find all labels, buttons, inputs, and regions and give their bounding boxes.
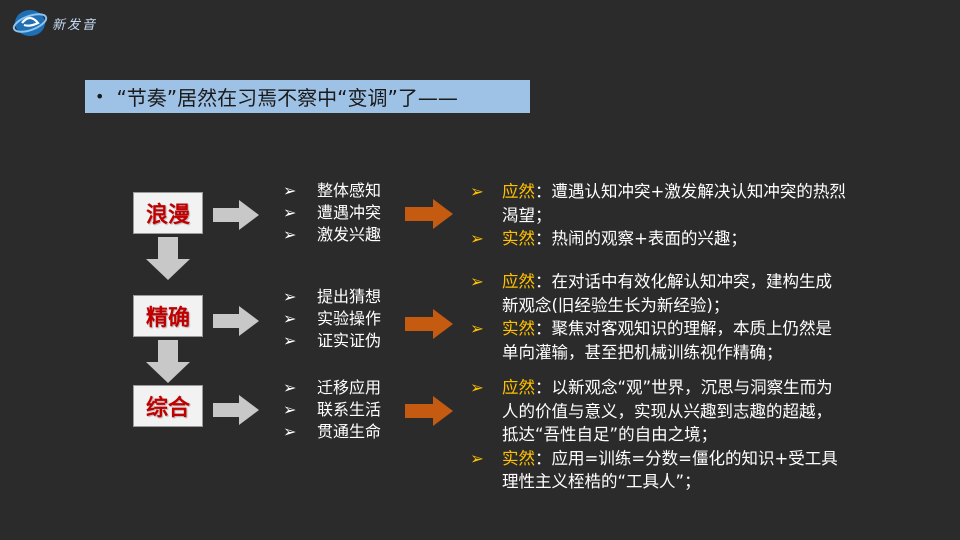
arrow-bullet-icon: ➢ <box>283 331 297 350</box>
stage-steps-list: ➢迁移应用 ➢联系生活 ➢贯通生命 <box>283 377 381 443</box>
stage-steps-list: ➢整体感知 ➢遭遇冲突 ➢激发兴趣 <box>283 180 381 246</box>
logo: 新发音 <box>12 6 102 40</box>
arrow-bullet-icon: ➢ <box>283 422 297 441</box>
logo-icon <box>12 10 48 36</box>
note-text: ：在对话中有效化解认知冲突，建构生成新观念(旧经验生长为新经验)； <box>502 272 832 315</box>
note-text: ：聚焦对客观知识的理解，本质上仍然是单向灌输，甚至把机械训练视作精确； <box>502 319 832 362</box>
note-keyword: 实然 <box>502 448 535 468</box>
note-keyword: 实然 <box>502 229 535 248</box>
stage-notes: ➢ 应然：遭遇认知冲突+激发解决认知冲突的热烈渴望； ➢ 实然：热闹的观察+表面的兴… <box>470 180 847 251</box>
list-item: ➢遭遇冲突 <box>283 203 382 222</box>
stage-romance: 浪漫 <box>133 192 203 234</box>
list-item: ➢贯通生命 <box>283 422 382 441</box>
arrow-bullet-icon: ➢ <box>470 229 484 248</box>
list-item: ➢实验操作 <box>283 309 382 328</box>
list-item: ➢证实证伪 <box>283 331 382 350</box>
arrow-bullet-icon: ➢ <box>470 378 484 397</box>
title-text: “节奏”居然在习焉不察中“变调”了—— <box>116 86 458 110</box>
stage-notes: ➢ 应然：在对话中有效化解认知冲突，建构生成新观念(旧经验生长为新经验)； ➢ 实然… <box>470 270 847 364</box>
note-keyword: 应然 <box>502 272 535 291</box>
right-arrow-icon <box>405 396 453 426</box>
arrow-bullet-icon: ➢ <box>470 182 484 201</box>
list-item: ➢联系生活 <box>283 400 382 419</box>
right-arrow-icon <box>213 395 259 425</box>
note-item: ➢ 实然：聚焦对客观知识的理解，本质上仍然是单向灌输，甚至把机械训练视作精确； <box>470 317 847 364</box>
arrow-bullet-icon: ➢ <box>283 378 297 397</box>
note-text: ：以新观念“观”世界，沉思与洞察生而为人的价值与意义，实现从兴趣到志趣的超越，抵… <box>502 378 833 444</box>
note-item: ➢ 实然：热闹的观察+表面的兴趣； <box>470 227 847 251</box>
note-text: ：遭遇认知冲突+激发解决认知冲突的热烈渴望； <box>502 182 846 225</box>
arrow-bullet-icon: ➢ <box>470 272 484 291</box>
stage-notes: ➢ 应然：以新观念“观”世界，沉思与洞察生而为人的价值与意义，实现从兴趣到志趣的超… <box>470 376 847 494</box>
note-item: ➢ 应然：遭遇认知冲突+激发解决认知冲突的热烈渴望； <box>470 180 847 227</box>
list-item: ➢激发兴趣 <box>283 225 382 244</box>
down-arrow-icon <box>146 340 190 383</box>
right-arrow-icon <box>405 199 453 229</box>
note-item: ➢ 应然：以新观念“观”世界，沉思与洞察生而为人的价值与意义，实现从兴趣到志趣的超… <box>470 376 847 447</box>
list-item: ➢迁移应用 <box>283 378 382 397</box>
note-item: ➢ 应然：在对话中有效化解认知冲突，建构生成新观念(旧经验生长为新经验)； <box>470 270 847 317</box>
arrow-bullet-icon: ➢ <box>470 448 484 468</box>
right-arrow-icon <box>405 309 453 339</box>
note-text: ：热闹的观察+表面的兴趣； <box>535 229 747 248</box>
note-item: ➢ 实然：应用=训练=分数=僵化的知识+受工具理性主义桎梏的“工具人”； <box>470 447 847 494</box>
arrow-bullet-icon: ➢ <box>283 287 297 306</box>
title-bullet: • <box>95 87 105 106</box>
arrow-bullet-icon: ➢ <box>283 203 297 222</box>
note-keyword: 应然 <box>502 378 535 397</box>
arrow-bullet-icon: ➢ <box>283 400 297 419</box>
arrow-bullet-icon: ➢ <box>283 225 297 244</box>
list-item: ➢整体感知 <box>283 181 382 200</box>
arrow-bullet-icon: ➢ <box>470 319 484 338</box>
stage-precision: 精确 <box>133 295 203 337</box>
right-arrow-icon <box>213 200 259 230</box>
note-keyword: 应然 <box>502 182 535 201</box>
note-text: ：应用=训练=分数=僵化的知识+受工具理性主义桎梏的“工具人”； <box>502 448 838 492</box>
arrow-bullet-icon: ➢ <box>283 309 297 328</box>
arrow-bullet-icon: ➢ <box>283 181 297 200</box>
note-keyword: 实然 <box>502 319 535 338</box>
slide-title: • “节奏”居然在习焉不察中“变调”了—— <box>85 80 530 113</box>
right-arrow-icon <box>213 306 259 336</box>
stage-steps-list: ➢提出猜想 ➢实验操作 ➢证实证伪 <box>283 286 381 352</box>
down-arrow-icon <box>146 237 190 280</box>
list-item: ➢提出猜想 <box>283 287 382 306</box>
logo-text: 新发音 <box>52 18 98 33</box>
stage-synthesis: 综合 <box>133 385 203 427</box>
